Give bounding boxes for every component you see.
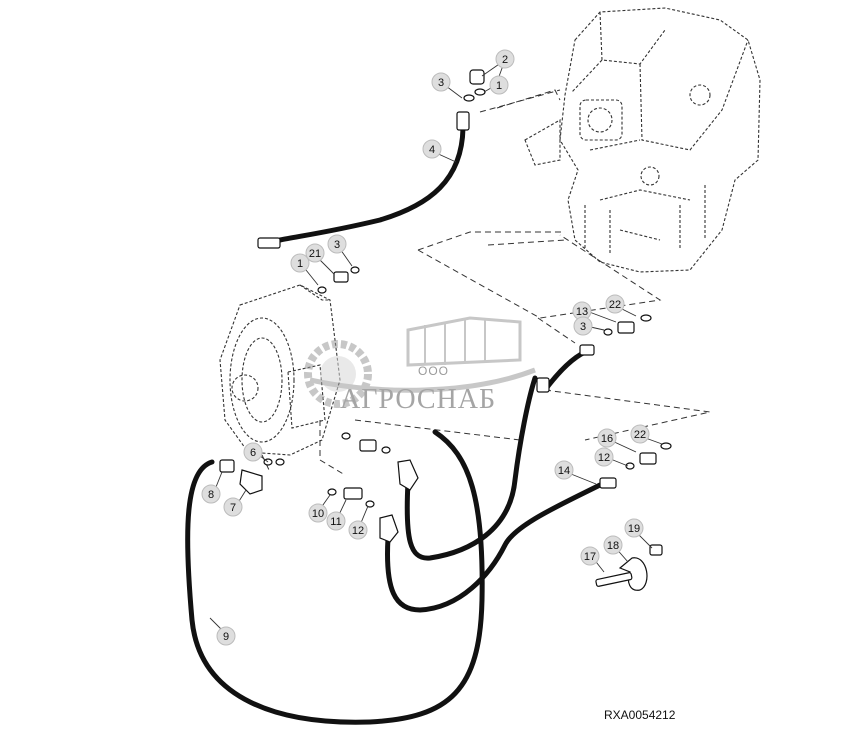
callout-label: 13 [576,306,588,318]
callout-circle [243,442,263,462]
fitting-11 [343,487,363,500]
fitting-elbow-upper [397,459,419,491]
callout-label: 1 [297,258,303,270]
callout-circle [624,518,644,538]
callout-circle [573,316,593,336]
callout-label: 10 [312,508,324,520]
fitting-upper-11 [359,439,377,452]
hoses [185,125,603,725]
callout-label: 17 [584,551,596,563]
fitting-2-elbow [469,69,485,85]
callout-circle [603,535,623,555]
watermark-prefix: ООО [418,364,450,378]
callout-circle [580,546,600,566]
callout-label: 7 [230,502,236,514]
callout-circle [431,72,451,92]
callout-label: 22 [609,299,621,311]
callout-label: 12 [352,525,364,537]
callout-label: 12 [598,452,610,464]
bolt-17 [595,572,633,587]
callout-circle [290,253,310,273]
hose-13-segment [542,347,593,393]
callout-circle [605,294,625,314]
hose-4 [277,125,466,243]
callout-label: 18 [607,540,619,552]
callout-circle [597,428,617,448]
fittings [219,69,672,591]
fitting-3-nut [579,344,595,356]
callout-label: 3 [438,77,444,89]
callout-label: 4 [429,144,435,156]
fitting-8 [219,459,235,473]
callout-circle [216,626,236,646]
callout-circle [594,447,614,467]
callout-label: 8 [208,489,214,501]
fitting-21 [333,271,349,283]
callout-label: 16 [601,433,613,445]
callout-circle [554,460,574,480]
callout-label: 11 [330,516,341,528]
callout-label: 22 [634,429,646,441]
fitting-16 [639,452,657,465]
callout-label: 14 [558,465,570,477]
hose-return-loop [404,375,538,561]
reference-code: RXA0054212 [604,708,676,722]
callout-circle [495,49,515,69]
hose-14 [384,482,603,613]
callout-circle [308,503,328,523]
callout-label: 3 [334,239,340,251]
hose-9 [185,429,485,725]
callout-label: 2 [502,54,508,66]
leader-lines [261,89,711,476]
transmission-housing [524,7,761,273]
callout-circle [201,484,221,504]
callout-circle [326,511,346,531]
pump-housing [219,284,341,456]
fitting-14-end [599,477,617,489]
callout-circle [422,139,442,159]
fitting-7-elbow [239,469,263,495]
callout-label: 1 [496,80,502,92]
callout-label: 21 [309,248,321,260]
callout-circle [327,234,347,254]
callout-label: 3 [580,321,586,333]
watermark-logo [304,316,536,408]
watermark-name: АГРОСНАБ [340,384,497,415]
callout-label: 19 [628,523,640,535]
nut-19 [649,544,663,556]
callout-circle [630,424,650,444]
callout-label: 6 [250,447,256,459]
callout-circle [348,520,368,540]
fitting-13 [617,321,635,334]
callout-circle [305,243,325,263]
fitting-hose4-end [257,237,281,249]
callout-circle [223,497,243,517]
callout-label: 9 [223,631,229,643]
callout-circle [489,75,509,95]
fitting-elbow-lower [379,514,399,543]
fitting-hose4-top [456,111,470,131]
